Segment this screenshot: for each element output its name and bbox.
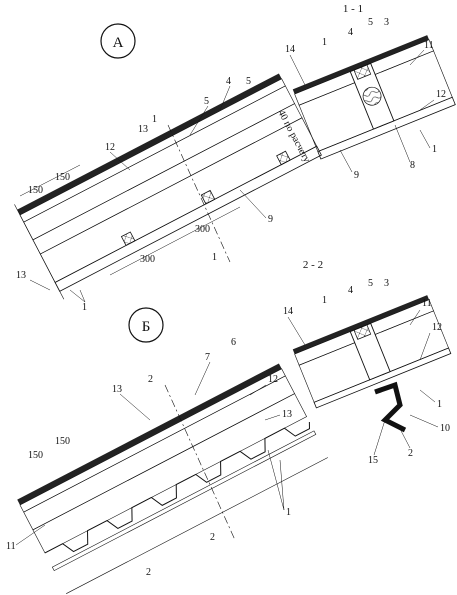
callout-s2-14: 14 bbox=[283, 306, 293, 317]
section-mark-a-bottom: 1 bbox=[212, 252, 217, 263]
roof-membrane-a bbox=[17, 73, 282, 215]
callout-b-4: 6 bbox=[231, 337, 236, 348]
callout-b-12: 13 bbox=[282, 409, 292, 420]
callout-s1-3: 3 bbox=[384, 17, 389, 28]
callout-b-1: 1 bbox=[286, 507, 291, 518]
callout-s2-15: 15 bbox=[368, 455, 378, 466]
dimension-150-a: 150 150 300 300 bbox=[19, 164, 241, 276]
callout-s2-12: 12 bbox=[432, 322, 442, 333]
section-1-1-body bbox=[292, 35, 456, 160]
section-mark-a-top: 1 bbox=[152, 114, 157, 125]
callout-a-12: 13 bbox=[16, 270, 26, 281]
dim-a-2: 150 bbox=[55, 172, 70, 183]
callout-a-13: 13 bbox=[138, 124, 148, 135]
callout-s2-11: 11 bbox=[422, 298, 432, 309]
callout-b-2: 2 bbox=[146, 567, 151, 578]
dim-b-2: 150 bbox=[55, 436, 70, 447]
callout-b-6: 7 bbox=[205, 352, 210, 363]
section-cut-2: 2 2 bbox=[148, 374, 236, 543]
callout-b-11: 12 bbox=[268, 374, 278, 385]
callout-a-9: 9 bbox=[268, 214, 273, 225]
callout-a-6: 5 bbox=[204, 96, 209, 107]
callout-s2-4: 4 bbox=[348, 285, 353, 296]
callout-s2-6: 1 bbox=[322, 295, 327, 306]
callouts-a: 12 13 5 4 5 9 13 1 bbox=[16, 76, 273, 313]
view-a-letter: А bbox=[113, 35, 124, 51]
callout-s1-9: 9 bbox=[354, 170, 359, 181]
view-b: Б 150 150 2 2 13 7 6 12 13 1 11 2 bbox=[6, 307, 328, 594]
section-2-2-body bbox=[292, 295, 452, 409]
callout-s1-5: 5 bbox=[368, 17, 373, 28]
callouts-s2: 14 1 4 5 3 11 12 1 10 2 15 bbox=[283, 278, 450, 466]
section-2-2-title: 2 - 2 bbox=[303, 259, 323, 271]
callout-a-5: 5 bbox=[246, 76, 251, 87]
dim-a-1: 150 bbox=[28, 185, 43, 196]
section-1-1: 1 - 1 14 1 4 5 3 11 12 1 8 9 bbox=[285, 3, 456, 181]
view-a-panel bbox=[14, 73, 322, 300]
callout-s2-1: 1 bbox=[437, 399, 442, 410]
view-b-panel bbox=[17, 363, 328, 594]
z-profile-2-2 bbox=[374, 381, 407, 433]
callout-s1-12: 12 bbox=[436, 89, 446, 100]
callout-s1-11: 11 bbox=[424, 40, 434, 51]
callout-b-7: 11 bbox=[6, 541, 16, 552]
callouts-b: 13 7 6 12 13 1 11 2 bbox=[6, 337, 292, 578]
callout-b-13: 13 bbox=[112, 384, 122, 395]
callout-s1-6: 1 bbox=[322, 37, 327, 48]
callout-s1-14: 14 bbox=[285, 44, 295, 55]
callout-s2-10: 10 bbox=[440, 423, 450, 434]
callout-s2-5: 5 bbox=[368, 278, 373, 289]
callout-a-1: 1 bbox=[82, 302, 87, 313]
dim-b-1: 150 bbox=[28, 450, 43, 461]
section-2-2: 2 - 2 14 1 4 5 3 11 12 1 10 2 15 bbox=[283, 259, 452, 466]
section-mark-b-top: 2 bbox=[148, 374, 153, 385]
dim-a-4: 300 bbox=[195, 224, 210, 235]
view-a-circle bbox=[100, 23, 136, 59]
section-1-1-title: 1 - 1 bbox=[343, 3, 363, 15]
callout-a-4: 4 bbox=[226, 76, 231, 87]
dimension-150-b: 150 150 bbox=[28, 436, 70, 461]
callout-s2-2: 2 bbox=[408, 448, 413, 459]
view-a: А 150 150 300 300 40 по расчету 1 1 bbox=[14, 23, 322, 313]
callout-s1-4: 4 bbox=[348, 27, 353, 38]
view-b-circle bbox=[128, 307, 164, 343]
section-mark-b-bottom: 2 bbox=[210, 532, 215, 543]
view-b-letter: Б bbox=[142, 319, 151, 335]
callout-a-11: 12 bbox=[105, 142, 115, 153]
dim-a-3: 300 bbox=[140, 254, 155, 265]
callouts-s1: 14 1 4 5 3 11 12 1 8 9 bbox=[285, 17, 446, 181]
section-cut-1: 1 1 bbox=[152, 114, 231, 263]
callout-s2-3: 3 bbox=[384, 278, 389, 289]
callout-s1-1: 1 bbox=[432, 144, 437, 155]
callout-s1-8: 8 bbox=[410, 160, 415, 171]
